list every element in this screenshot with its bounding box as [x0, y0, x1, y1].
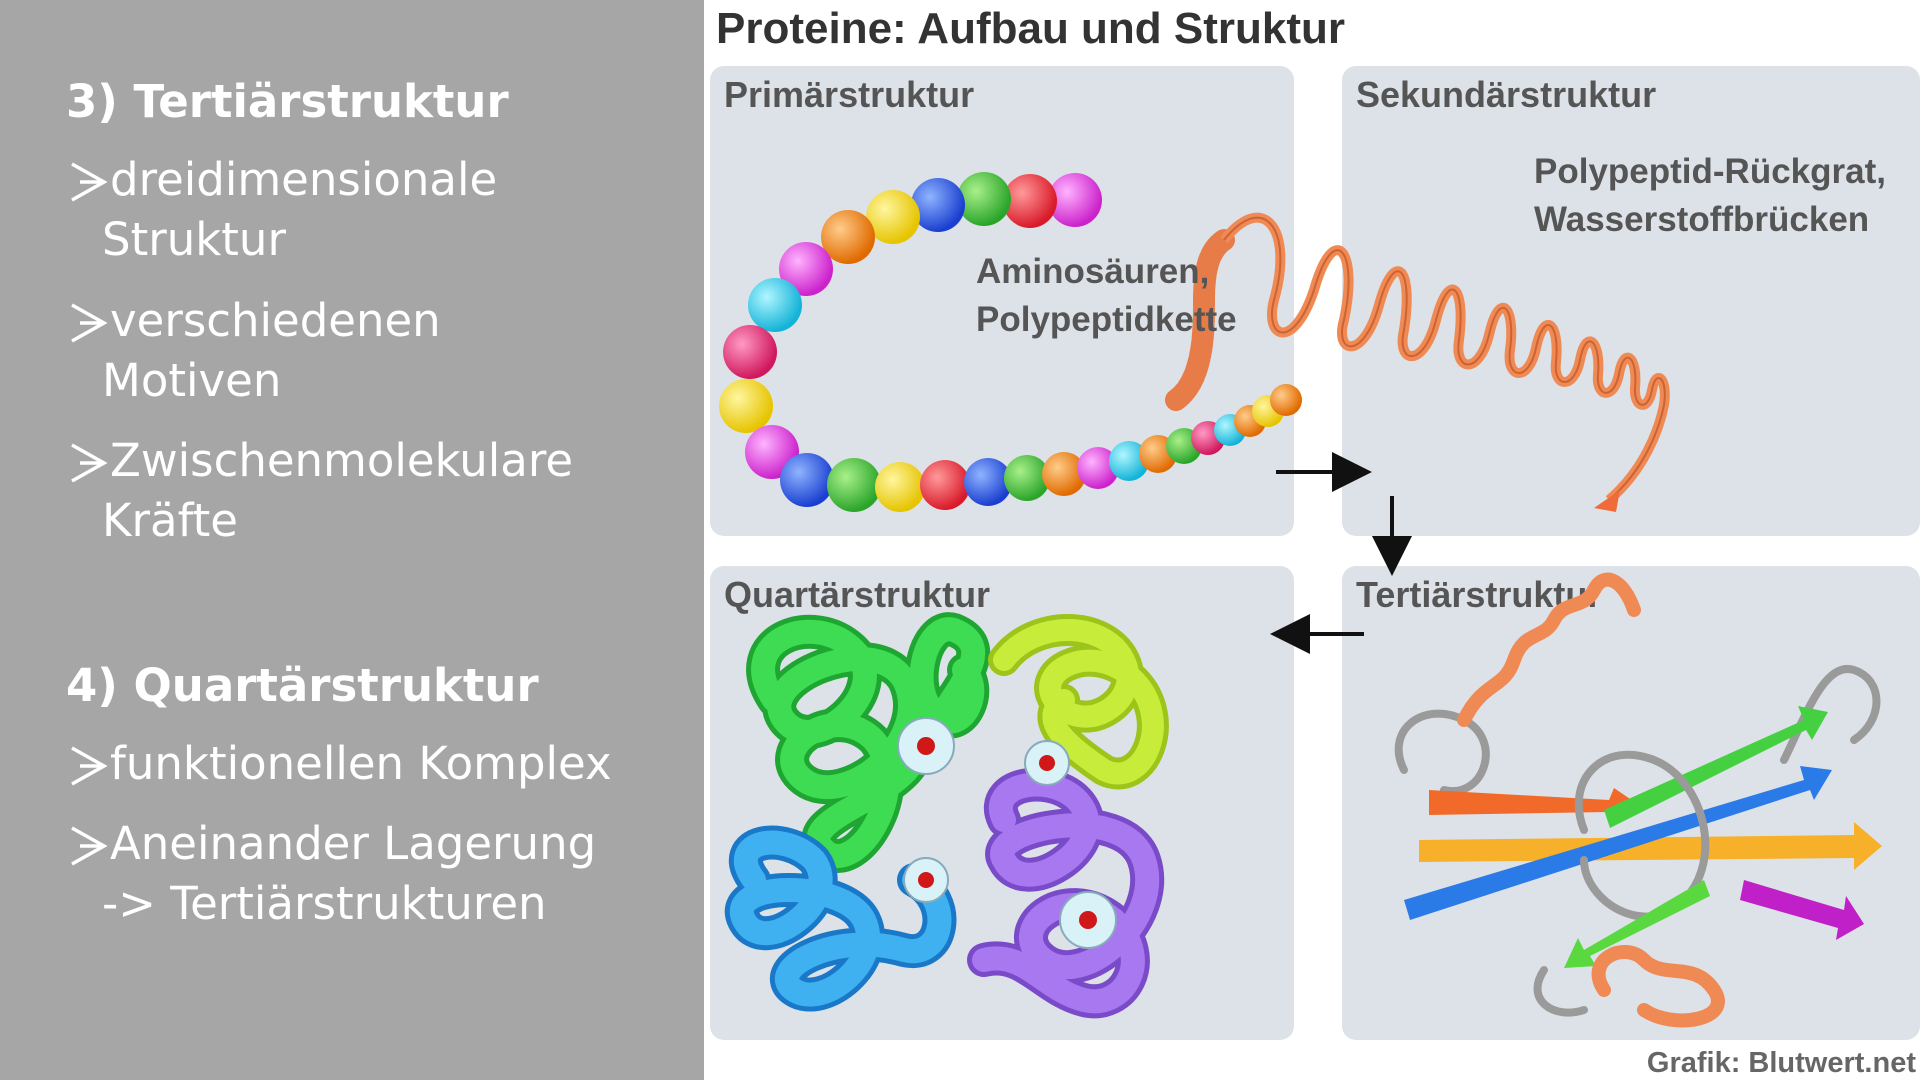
- bullet-text: Zwischenmolekulare: [110, 434, 574, 487]
- arrowhead-bullet-icon: [71, 443, 108, 483]
- bullet-text-continued: Struktur: [102, 213, 286, 266]
- bullet-text: dreidimensionale: [110, 153, 498, 206]
- bullet-item: verschiedenen Motiven: [68, 291, 441, 411]
- primary-note: Aminosäuren, Polypeptidkette: [976, 248, 1237, 344]
- primary-note-line2: Polypeptidkette: [976, 300, 1237, 339]
- image-credit: Grafik: Blutwert.net: [1646, 1047, 1916, 1079]
- panel-title: Sekundärstruktur: [1356, 74, 1657, 115]
- primary-note-line1: Aminosäuren,: [976, 252, 1210, 291]
- panel-title: Primärstruktur: [724, 74, 975, 115]
- protein-structure-diagram: Proteine: Aufbau und Struktur Primärstru…: [704, 0, 1920, 1080]
- arrowhead-bullet-icon: [71, 303, 108, 343]
- secondary-note-line2: Wasserstoffbrücken: [1534, 200, 1870, 239]
- amino-acid-chain: [719, 172, 1302, 512]
- panel-title: Quartärstruktur: [724, 574, 991, 615]
- left-text-panel: 3) Tertiärstruktur dreidimensionale Stru…: [0, 0, 704, 1080]
- secondary-note-line1: Polypeptid-Rückgrat,: [1534, 152, 1886, 191]
- heading-tertiary: 3) Tertiärstruktur: [66, 75, 509, 128]
- tertiary-ribbons: [1394, 572, 1882, 1028]
- bullet-text: verschiedenen: [110, 294, 441, 347]
- bullet-item: Zwischenmolekulare Kräfte: [68, 431, 573, 551]
- bullet-item: Aneinander Lagerung -> Tertiärstrukturen: [68, 814, 596, 934]
- bullet-text-continued: -> Tertiärstrukturen: [102, 877, 547, 930]
- heme-group-icon: [897, 717, 1117, 949]
- protein-illustration: [719, 172, 1882, 1028]
- alpha-helix: [1165, 212, 1670, 512]
- bullet-item: funktionellen Komplex: [68, 734, 612, 794]
- panel-secondary-structure: Sekundärstruktur: [1342, 66, 1920, 536]
- quaternary-subunits: [725, 612, 1169, 1019]
- diagram-title: Proteine: Aufbau und Struktur: [716, 4, 1346, 53]
- bullet-text-continued: Kräfte: [102, 494, 238, 547]
- bullet-text-continued: Motiven: [102, 354, 282, 407]
- heading-quaternary: 4) Quartärstruktur: [66, 659, 539, 712]
- bullet-text: funktionellen Komplex: [110, 737, 612, 790]
- bullet-text: Aneinander Lagerung: [110, 817, 597, 870]
- secondary-note: Polypeptid-Rückgrat, Wasserstoffbrücken: [1534, 148, 1886, 244]
- arrowhead-bullet-icon: [71, 746, 108, 786]
- arrowhead-bullet-icon: [71, 826, 108, 866]
- bullet-item: dreidimensionale Struktur: [68, 150, 497, 270]
- arrowhead-bullet-icon: [71, 162, 108, 202]
